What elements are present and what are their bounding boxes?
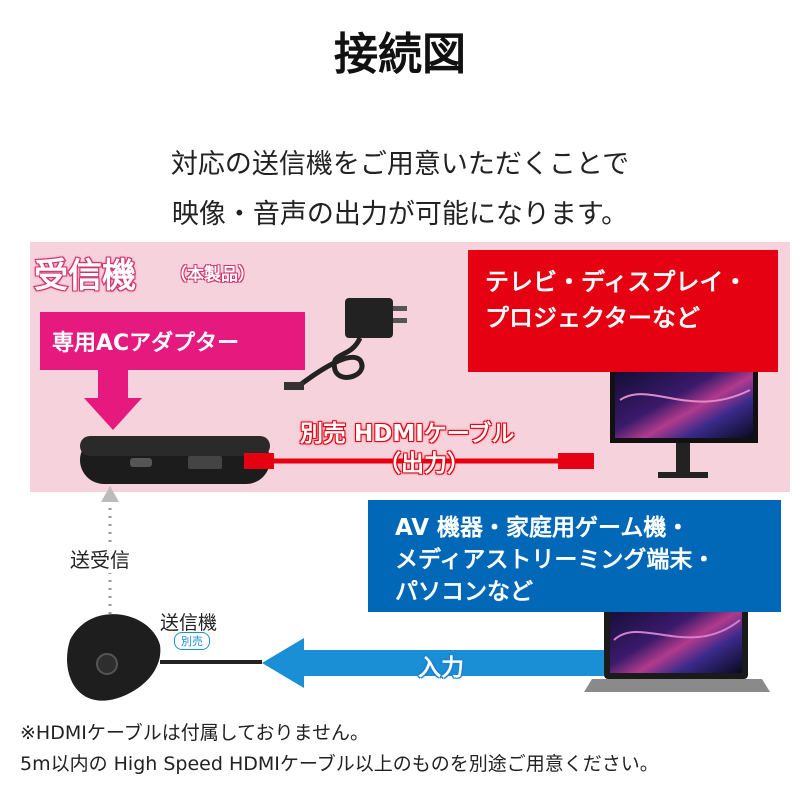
intro-line-2: 映像・音声の出力が可能になります。 (171, 199, 629, 230)
power-arrow (84, 368, 142, 430)
display-devices-box (468, 250, 778, 372)
wireless-link (101, 486, 119, 620)
hdmi-cable-output-label: （出力） (378, 451, 470, 477)
source-devices-box (368, 500, 781, 612)
receiver-label: 受信機 (33, 255, 137, 297)
monitor-image (610, 355, 758, 478)
page-title: 接続図 (334, 29, 466, 80)
adapter-label-box (40, 312, 305, 370)
receiver-sub-label: （本製品） (170, 265, 255, 285)
display-devices-line-1: テレビ・ディスプレイ・ (485, 268, 748, 296)
intro-line-1: 対応の送信機をご用意いただくことで (170, 149, 630, 180)
source-devices-line-2: メディアストリーミング端末・ (395, 547, 716, 573)
source-devices-line-3: パソコンなど (395, 579, 533, 605)
display-devices-line-2: プロジェクターなど (485, 304, 701, 332)
link-label: 送受信 (70, 544, 130, 573)
input-label: 入力 (418, 655, 464, 681)
sender-sub-label: 別売 (174, 632, 210, 650)
input-arrow (262, 638, 630, 688)
adapter-label: 専用ACアダプター (52, 331, 240, 356)
hdmi-cable-label: 別売 HDMIケーブル (300, 421, 515, 447)
receiver-device (80, 436, 270, 484)
sender-device (67, 614, 262, 701)
source-devices-line-1: AV 機器・家庭用ゲーム機・ (395, 515, 690, 541)
ac-adapter-icon (284, 298, 407, 390)
note-line-1: ※HDMIケーブルは付属しておりません。 (20, 722, 369, 744)
note-line-2: 5m以内の High Speed HDMIケーブル以上のものを別途ご用意ください… (20, 753, 659, 775)
hdmi-output-cable (244, 453, 594, 469)
sender-label: 送信機 (160, 612, 218, 634)
